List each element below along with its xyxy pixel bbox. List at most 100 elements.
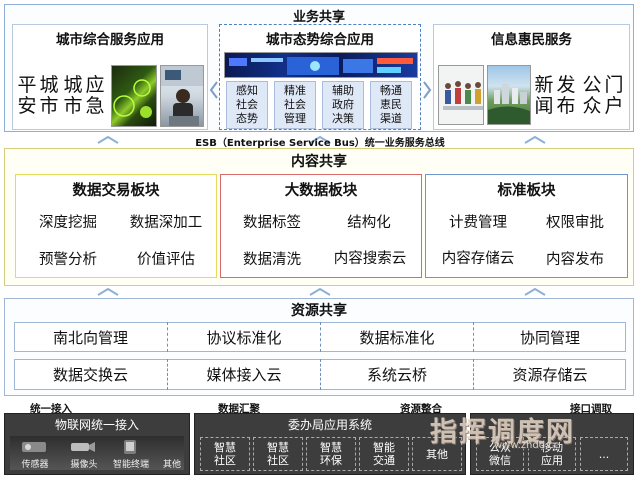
card-text: 感知社会态势 <box>236 84 258 125</box>
iot-item-sensor: 传感器 <box>21 459 49 470</box>
dashboard-screen-image <box>224 52 418 78</box>
city-service-text-col-1: 平 安 <box>16 74 38 118</box>
resource-sharing-title: 资源共享 <box>291 303 347 319</box>
data-trade-block <box>15 174 217 278</box>
char: 众 <box>582 95 602 117</box>
char: 布 <box>556 95 576 117</box>
city-situation-title: 城市态势综合应用 <box>266 32 374 48</box>
situation-card-management: 精准社会管理 <box>274 81 316 129</box>
city-icon <box>488 84 530 124</box>
city-service-text-col-3: 城 市 <box>62 74 84 118</box>
label-resource-integration: 资源整合 <box>400 403 442 415</box>
benefit-text-col-2: 发 布 <box>555 74 577 118</box>
city-emergency-photo <box>111 65 157 127</box>
char: 城 <box>63 74 83 96</box>
char: 平 <box>17 74 37 96</box>
trade-item-value-assessment: 价值评估 <box>137 251 195 268</box>
iot-device-strip <box>10 436 184 470</box>
big-data-title: 大数据板块 <box>284 182 358 199</box>
label-interface-call: 接口调取 <box>570 403 612 415</box>
trade-item-deep-mining: 深度挖掘 <box>39 214 97 231</box>
resource-protocol-std: 协议标准化 <box>167 322 320 352</box>
situation-card-channel: 畅通恵民渠道 <box>370 81 412 129</box>
benefit-text-col-3: 公 众 <box>581 74 603 118</box>
public-item-text: 公众微信 <box>489 441 511 467</box>
benefit-text-col-4: 门 户 <box>603 74 625 118</box>
bigdata-item-structuring: 结构化 <box>347 214 391 231</box>
char: 户 <box>604 95 624 117</box>
resource-data-std: 数据标准化 <box>320 322 473 352</box>
agency-item-smart-env: 智慧环保 <box>306 437 356 471</box>
char: 市 <box>63 95 83 117</box>
trade-item-warning-analysis: 预警分析 <box>39 251 97 268</box>
char: 市 <box>39 95 59 117</box>
staff-photo <box>160 65 204 127</box>
char: 应 <box>85 74 105 96</box>
iot-item-other: 其他 <box>162 459 181 470</box>
public-channel-panel <box>470 413 634 475</box>
card-text: 精准社会管理 <box>284 84 306 125</box>
agency-systems-title: 委办局应用系统 <box>287 417 372 432</box>
card-text: 畅通恵民渠道 <box>380 84 402 125</box>
iot-item-smart-terminal: 智能终端 <box>112 459 149 470</box>
bigdata-item-cleaning: 数据清洗 <box>243 251 301 268</box>
smart-terminal-icon <box>110 438 150 456</box>
data-trade-title: 数据交易板块 <box>72 182 160 199</box>
chevron-right-icon <box>421 80 433 100</box>
up-arrow-icon <box>97 136 119 144</box>
char: 新 <box>534 74 554 96</box>
up-arrow-icon <box>309 288 331 296</box>
chevron-left-icon <box>208 80 220 100</box>
bigdata-item-tagging: 数据标签 <box>243 214 301 231</box>
public-item-text: 移动应用 <box>541 441 563 467</box>
up-arrow-icon <box>524 136 546 144</box>
city-service-text-col-4: 应 急 <box>84 74 106 118</box>
agency-item-smart-traffic: 智能交通 <box>359 437 409 471</box>
iot-access-title: 物联网统一接入 <box>54 417 139 432</box>
agency-item-other: 其他 <box>412 437 462 471</box>
char: 安 <box>17 95 37 117</box>
standard-block <box>425 174 628 278</box>
big-data-block <box>220 174 422 278</box>
resource-north-south-mgmt: 南北向管理 <box>52 328 128 347</box>
standard-item-permission: 权限审批 <box>546 214 604 231</box>
iot-item-camera: 摄像头 <box>70 459 98 470</box>
agency-item-text: 其他 <box>426 447 448 461</box>
public-more: ... <box>580 437 628 471</box>
people-photo <box>438 65 484 125</box>
agency-item-smart-community-2: 智慧社区 <box>253 437 303 471</box>
agency-item-smart-community-1: 智慧社区 <box>200 437 250 471</box>
standard-item-billing: 计费管理 <box>449 214 507 231</box>
public-wechat: 公众微信 <box>476 437 524 471</box>
resource-data-exchange-cloud: 数据交换云 <box>52 366 128 384</box>
watermark-logo: 指挥调度网 <box>430 417 575 448</box>
resource-collab-mgmt: 协同管理 <box>473 322 626 352</box>
char: 急 <box>85 95 105 117</box>
situation-card-decision: 辅助政府决策 <box>322 81 364 129</box>
label-unified-access: 统一接入 <box>30 403 72 415</box>
dashboard-icon <box>229 57 413 75</box>
char: 城 <box>39 74 59 96</box>
char: 发 <box>556 74 576 96</box>
label-data-aggregation: 数据汇聚 <box>218 403 260 415</box>
up-arrow-icon <box>309 136 331 144</box>
up-arrow-icon <box>97 288 119 296</box>
hexagon-pattern-icon <box>113 79 152 118</box>
standard-item-publish: 内容发布 <box>546 251 604 268</box>
up-arrow-icon <box>524 288 546 296</box>
resource-system-bridge: 系统云桥 <box>320 359 473 390</box>
standard-title: 标准板块 <box>497 182 556 199</box>
situation-card-awareness: 感知社会态势 <box>226 81 268 129</box>
agency-item-text: 智慧社区 <box>214 441 236 467</box>
city-landscape-photo <box>487 65 531 125</box>
sensor-icon <box>14 438 54 456</box>
bigdata-item-search-cloud: 内容搜索云 <box>333 250 407 267</box>
esb-label: ESB（Enterprise Service Bus）统一业务服务总线 <box>195 137 445 149</box>
card-text: 辅助政府决策 <box>332 84 354 125</box>
content-sharing-title: 内容共享 <box>291 154 347 170</box>
agency-item-text: 智慧社区 <box>267 441 289 467</box>
benefit-service-title: 信息惠民服务 <box>491 32 572 48</box>
camera-icon <box>62 438 102 456</box>
benefit-text-col-1: 新 闻 <box>533 74 555 118</box>
watermark-url: www.zhdd.cc <box>494 440 560 451</box>
